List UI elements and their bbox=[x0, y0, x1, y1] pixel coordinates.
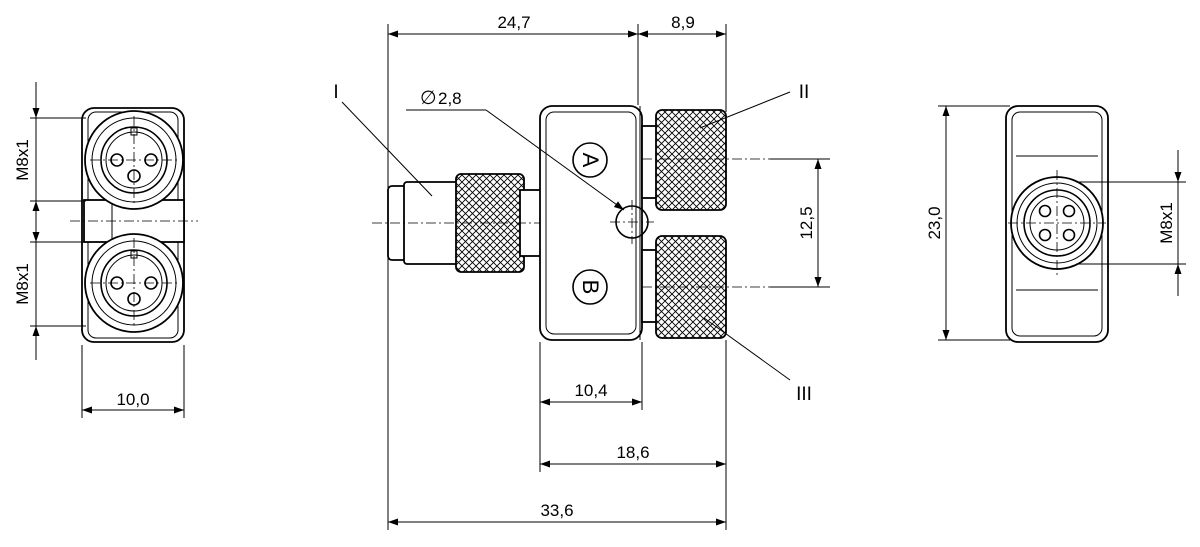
center-input-plug bbox=[372, 173, 548, 273]
diameter-symbol: ∅ bbox=[420, 88, 437, 109]
left-view: M8x1 M8x1 10,0 bbox=[13, 82, 198, 418]
dim-pitch-label: 12,5 bbox=[797, 206, 816, 239]
right-view: 23,0 M8x1 bbox=[925, 105, 1186, 343]
left-thread-top-label: M8x1 bbox=[13, 139, 32, 181]
dim-top-right-label: 8,9 bbox=[671, 13, 695, 32]
marking-b-circle bbox=[572, 269, 608, 305]
right-height-label: 23,0 bbox=[925, 206, 944, 239]
diameter-label: 2,8 bbox=[438, 89, 462, 108]
center-outlet-top bbox=[641, 109, 770, 211]
center-outlet-bottom bbox=[641, 235, 770, 339]
marking-a: A bbox=[578, 153, 603, 168]
center-view: A B 24,7 8,9 ∅ 2,8 bbox=[333, 13, 830, 530]
left-socket-bottom bbox=[84, 233, 184, 333]
callout-3: III bbox=[796, 384, 812, 405]
dim-top-left-label: 24,7 bbox=[497, 13, 530, 32]
left-width-label: 10,0 bbox=[116, 390, 149, 409]
dim-body-label: 10,4 bbox=[574, 381, 607, 400]
left-socket-top bbox=[84, 110, 184, 210]
callout-2: II bbox=[799, 82, 810, 103]
dim-outlets-label: 18,6 bbox=[616, 443, 649, 462]
right-plug-face bbox=[1008, 170, 1106, 276]
left-thread-bottom-label: M8x1 bbox=[13, 263, 32, 305]
dim-total-label: 33,6 bbox=[540, 501, 573, 520]
marking-b: B bbox=[578, 280, 603, 295]
callout-1: I bbox=[333, 82, 338, 103]
center-t-body: A B bbox=[539, 105, 654, 341]
right-thread-label: M8x1 bbox=[1157, 202, 1176, 244]
marking-a-circle bbox=[572, 142, 608, 178]
